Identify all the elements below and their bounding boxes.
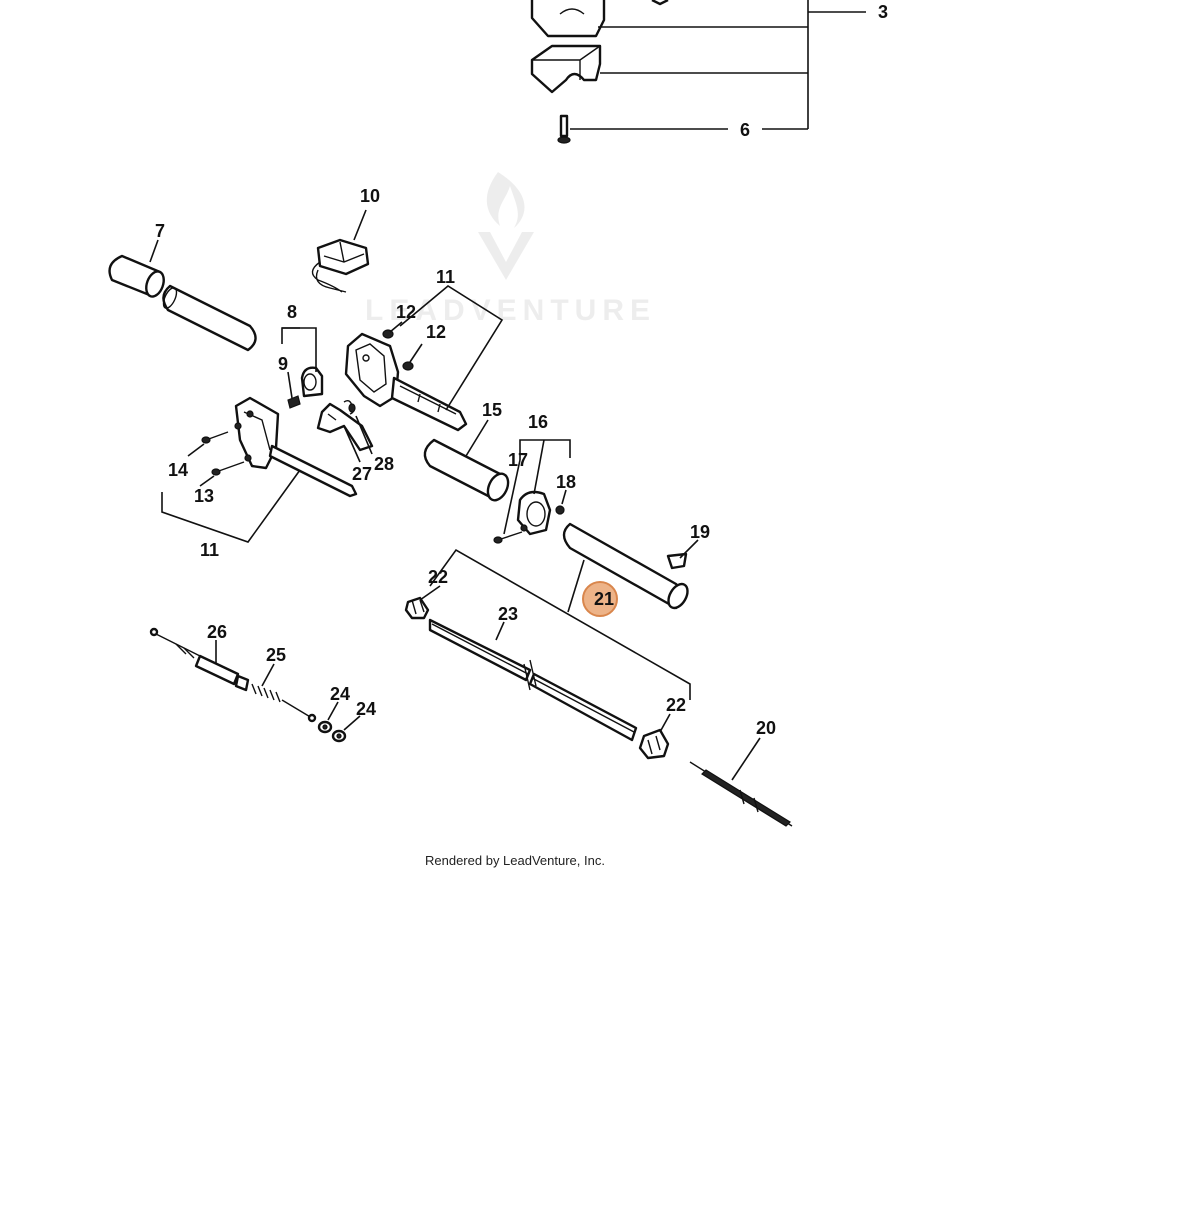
callout-18[interactable]: 18 <box>556 472 576 492</box>
clamp-part-16: 16 17 18 <box>493 412 576 544</box>
throttle-cable-part-26: 26 <box>149 622 240 686</box>
flame-icon <box>486 172 525 228</box>
screw-part-9 <box>287 395 301 409</box>
callout-20[interactable]: 20 <box>756 718 776 738</box>
callout-25[interactable]: 25 <box>266 645 286 665</box>
clamp-assembly: 3 6 <box>530 0 888 144</box>
callout-14[interactable]: 14 <box>168 460 188 480</box>
clamp-plate-part <box>651 0 669 6</box>
switch-part-10: 10 <box>311 186 380 293</box>
callout-21[interactable]: 21 <box>594 589 614 609</box>
leadventure-watermark: LEADVENTURE <box>365 172 656 327</box>
callout-13[interactable]: 13 <box>194 486 214 506</box>
spring-part-25: 25 <box>234 645 317 723</box>
callout-12-b[interactable]: 12 <box>426 322 446 342</box>
callout-23[interactable]: 23 <box>498 604 518 624</box>
housing-left-part-11: 11 <box>161 396 358 560</box>
bushing-part-22b <box>638 728 670 760</box>
callout-11-lower[interactable]: 11 <box>200 540 219 560</box>
nuts-part-24: 24 24 <box>317 684 376 743</box>
screw-part-12b <box>402 361 414 371</box>
callout-11-upper[interactable]: 11 <box>436 267 455 287</box>
housing-right-part-11: 11 12 12 <box>344 267 504 432</box>
callout-28[interactable]: 28 <box>374 454 394 474</box>
callout-16[interactable]: 16 <box>528 412 548 432</box>
callout-10[interactable]: 10 <box>360 186 380 206</box>
callout-19[interactable]: 19 <box>690 522 710 542</box>
callout-17[interactable]: 17 <box>508 450 528 470</box>
watermark-text: LEADVENTURE <box>365 294 656 327</box>
callout-27[interactable]: 27 <box>352 464 372 484</box>
screw-part-6 <box>559 114 569 138</box>
callout-3[interactable]: 3 <box>878 2 888 22</box>
callout-7[interactable]: 7 <box>155 221 165 241</box>
callout-24-b[interactable]: 24 <box>356 699 376 719</box>
callout-26[interactable]: 26 <box>207 622 227 642</box>
grip-part-15: 15 <box>423 400 510 502</box>
spring-part-28: 28 <box>343 399 394 474</box>
callout-24-a[interactable]: 24 <box>330 684 350 704</box>
render-credit: Rendered by LeadVenture, Inc. <box>425 853 605 868</box>
trigger-part-27: 27 <box>316 402 374 484</box>
clamp-upper-part <box>530 0 606 38</box>
callout-12-a[interactable]: 12 <box>396 302 416 322</box>
callout-6[interactable]: 6 <box>740 120 750 140</box>
liner-part-23 <box>428 618 532 682</box>
grip-sleeve-part-7: 7 <box>108 221 257 352</box>
callout-22-b[interactable]: 22 <box>666 695 686 715</box>
label-part-19 <box>666 552 688 570</box>
bushing-part-22a <box>404 596 430 620</box>
v-logo-icon <box>478 232 534 280</box>
highlight-marker[interactable] <box>582 581 618 617</box>
callout-15[interactable]: 15 <box>482 400 502 420</box>
clamp-part-8: 8 9 <box>278 302 324 409</box>
tube-part-19: 19 <box>562 522 710 610</box>
drive-shaft-assembly-21: 21 22 23 22 <box>404 548 691 760</box>
screws-part-13-14: 14 13 <box>168 431 245 506</box>
callout-22-a[interactable]: 22 <box>428 567 448 587</box>
callout-9[interactable]: 9 <box>278 354 288 374</box>
shaft-part-20: 20 <box>689 718 793 827</box>
callout-8[interactable]: 8 <box>287 302 297 322</box>
